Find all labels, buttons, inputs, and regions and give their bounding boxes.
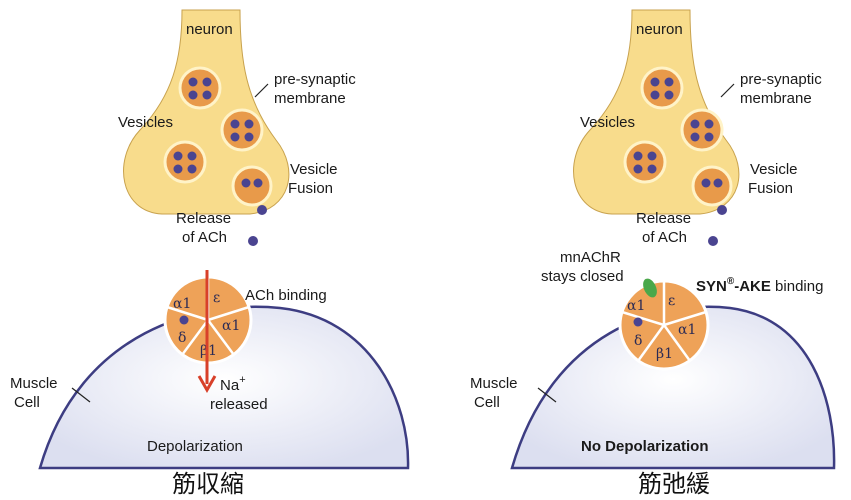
muscle-label-1: Muscle: [10, 375, 58, 392]
caption-contraction: 筋収縮: [172, 470, 244, 498]
fusion-label-2: Fusion: [748, 180, 793, 197]
subunit-alpha1-a: α1: [627, 298, 645, 314]
membrane-label-2: membrane: [740, 90, 812, 107]
fusion-label-1: Vesicle: [290, 161, 338, 178]
membrane-label-2: membrane: [274, 90, 346, 107]
vesicle-fusing-icon: [233, 167, 271, 205]
membrane-label-1: pre-synaptic: [740, 71, 822, 88]
subunit-beta1: β1: [200, 343, 217, 359]
synake-binding-label: SYN®-AKE binding: [696, 276, 823, 295]
vesicle-icon: [682, 110, 722, 150]
muscle-label-1: Muscle: [470, 375, 518, 392]
subunit-epsilon: ε: [213, 290, 220, 306]
vesicle-icon: [180, 68, 220, 108]
vesicle-icon: [625, 142, 665, 182]
panel-relaxation: Muscle Cell No Depolarization neuron pre…: [470, 10, 834, 498]
ach-molecule-icon: [248, 236, 258, 246]
caption-relaxation: 筋弛緩: [638, 470, 710, 498]
vesicle-icon: [222, 110, 262, 150]
release-label-1: Release: [176, 210, 231, 227]
muscle-label-2: Cell: [14, 394, 40, 411]
release-label-2: of ACh: [642, 229, 687, 246]
ion-released-label: released: [210, 396, 268, 413]
ach-molecule-icon: [708, 236, 718, 246]
membrane-label-1: pre-synaptic: [274, 71, 356, 88]
subunit-alpha1-b: α1: [678, 322, 696, 338]
fusion-label-1: Vesicle: [750, 161, 798, 178]
vesicles-label: Vesicles: [118, 114, 173, 131]
no-depolarization-label: No Depolarization: [581, 438, 709, 455]
vesicle-icon: [642, 68, 682, 108]
receptor-icon: α1 ε α1 β1 δ: [620, 281, 708, 369]
depolarization-label: Depolarization: [147, 438, 243, 455]
muscle-label-2: Cell: [474, 394, 500, 411]
release-label-2: of ACh: [182, 229, 227, 246]
closed-label-1: mnAChR: [560, 249, 621, 266]
subunit-delta: δ: [178, 330, 186, 346]
vesicle-fusing-icon: [693, 167, 731, 205]
ach-molecule-icon: [717, 205, 727, 215]
subunit-alpha1-b: α1: [222, 318, 240, 334]
ach-molecule-icon: [257, 205, 267, 215]
vesicles-label: Vesicles: [580, 114, 635, 131]
closed-label-2: stays closed: [541, 268, 624, 285]
ach-binding-label: ACh binding: [245, 287, 327, 304]
neuron-label: neuron: [186, 21, 233, 38]
subunit-delta: δ: [634, 333, 642, 349]
subunit-alpha1-a: α1: [173, 296, 191, 312]
subunit-beta1: β1: [656, 346, 673, 362]
vesicle-icon: [165, 142, 205, 182]
subunit-epsilon: ε: [668, 293, 675, 309]
fusion-label-2: Fusion: [288, 180, 333, 197]
neuron-label: neuron: [636, 21, 683, 38]
release-label-1: Release: [636, 210, 691, 227]
panel-contraction: Muscle Cell Depolarization neuron pre-sy…: [10, 10, 408, 498]
